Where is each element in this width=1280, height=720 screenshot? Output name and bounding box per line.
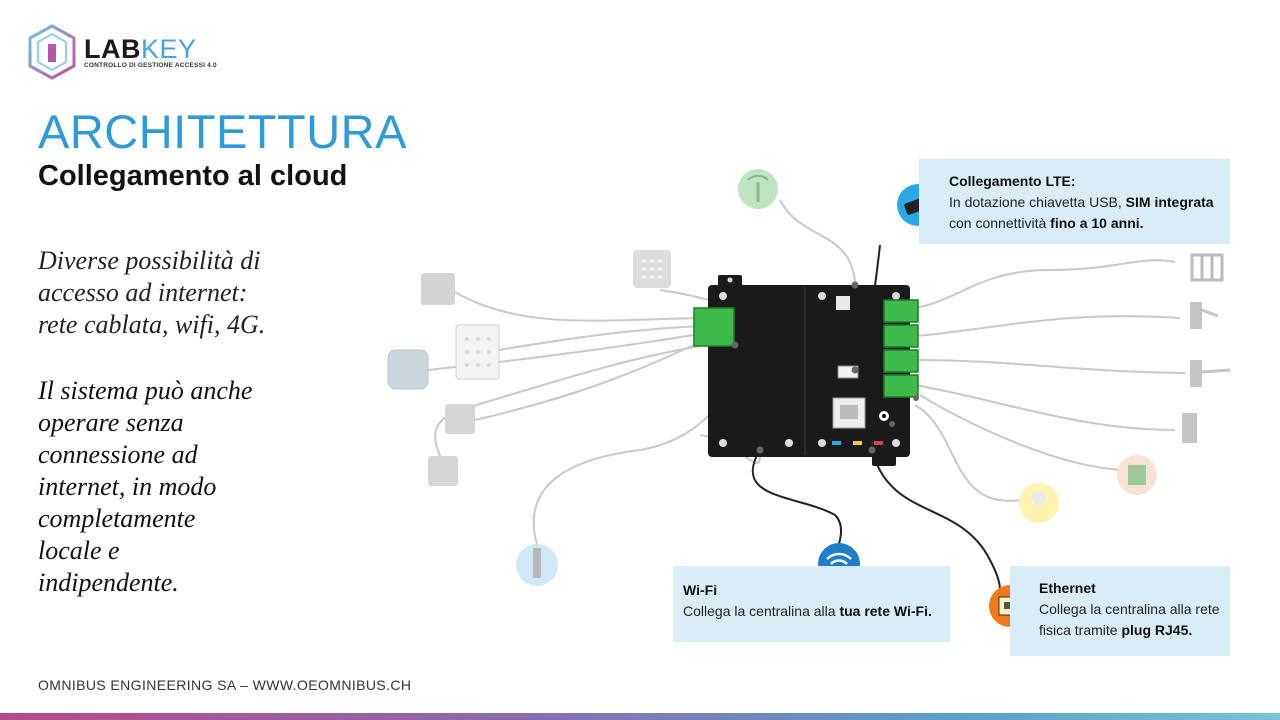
antenna-icon xyxy=(738,169,778,209)
wifi-heading: Wi-Fi xyxy=(683,582,718,598)
reader-icon xyxy=(421,273,455,305)
lte-line2: con connettività fino a 10 anni. xyxy=(949,215,1144,231)
ethernet-heading: Ethernet xyxy=(1039,580,1096,596)
footer-text: OMNIBUS ENGINEERING SA – WWW.OEOMNIBUS.C… xyxy=(38,677,412,693)
barrier-icon xyxy=(1190,360,1231,387)
reader-icon xyxy=(445,404,475,434)
lte-line2-text: con connettività xyxy=(949,215,1051,231)
control-unit-device xyxy=(708,275,910,466)
brand-tagline: CONTROLLO DI GESTIONE ACCESSI 4.0 xyxy=(84,62,217,69)
relay-board-icon xyxy=(1117,455,1157,495)
page-title: ARCHITETTURA xyxy=(38,105,407,158)
bottom-gradient-bar xyxy=(0,713,1280,720)
ethernet-line2-text: fisica tramite xyxy=(1039,622,1122,638)
wifi-line-bold: tua rete Wi-Fi. xyxy=(839,603,932,619)
ethernet-line1: Collega la centralina alla rete xyxy=(1039,601,1220,617)
ethernet-callout: Ethernet Collega la centralina alla rete… xyxy=(1010,566,1230,656)
lte-line1-text: In dotazione chiavetta USB, xyxy=(949,194,1126,210)
lte-line1-bold: SIM integrata xyxy=(1125,194,1214,210)
lte-line2-bold: fino a 10 anni. xyxy=(1050,215,1144,231)
labkey-logo-icon xyxy=(28,24,76,80)
brand-key: KEY xyxy=(141,34,197,64)
sensor-icon xyxy=(516,544,558,586)
wifi-callout: Wi-Fi Collega la centralina alla tua ret… xyxy=(673,566,950,642)
lte-line1: In dotazione chiavetta USB, SIM integrat… xyxy=(949,194,1214,210)
keypad-icon xyxy=(455,324,500,380)
wifi-line-text: Collega la centralina alla xyxy=(683,603,840,619)
intro-paragraph: Diverse possibilità di accesso ad intern… xyxy=(38,246,266,339)
door-icon xyxy=(1182,413,1197,443)
keypad-icon xyxy=(633,250,671,288)
lightbulb-icon xyxy=(1019,483,1059,523)
turnstile-icon xyxy=(1190,302,1219,329)
reader-icon xyxy=(428,456,458,486)
lte-callout: Collegamento LTE: In dotazione chiavetta… xyxy=(919,159,1230,244)
offline-paragraph: Il sistema può anche operare senza conne… xyxy=(38,376,253,597)
page-subtitle: Collegamento al cloud xyxy=(38,160,348,192)
reader-icon xyxy=(387,349,429,390)
brand-wordmark: LABKEY xyxy=(84,34,197,65)
ethernet-line2-bold: plug RJ45. xyxy=(1121,622,1193,638)
gate-icon xyxy=(1190,253,1224,282)
brand-lab: LAB xyxy=(84,34,141,64)
lte-heading: Collegamento LTE: xyxy=(949,173,1076,189)
